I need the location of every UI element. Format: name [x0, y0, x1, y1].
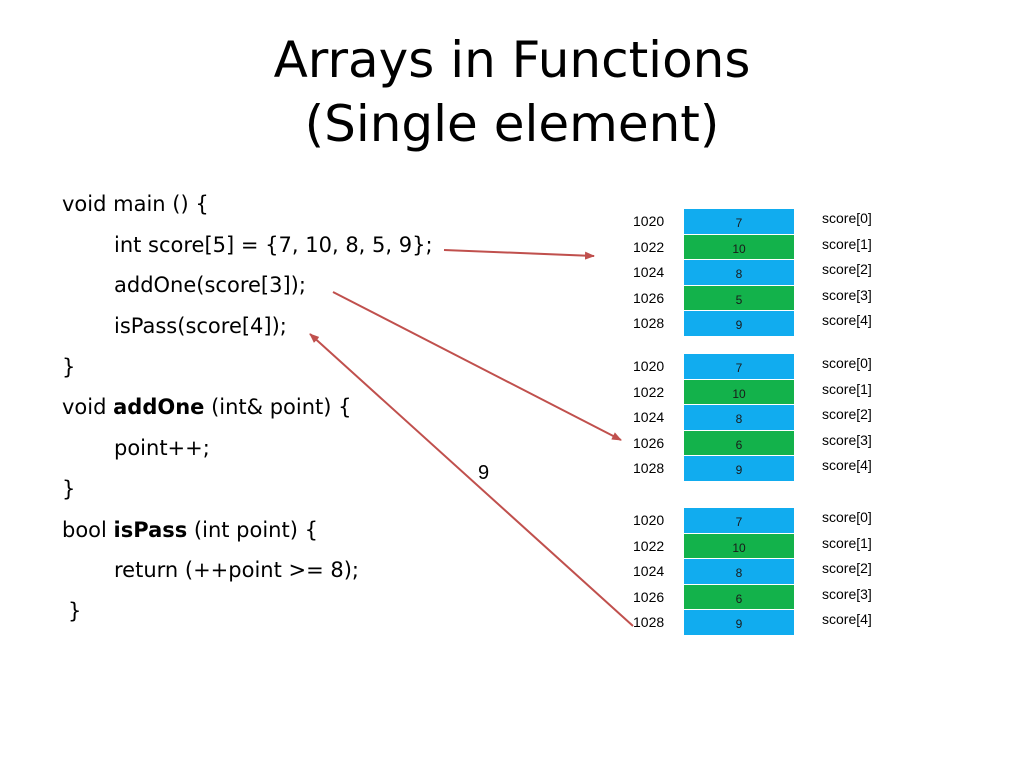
memory-cell-value: 9: [684, 311, 794, 336]
arrow-addone-to-score3: [332, 291, 622, 441]
memory-cell-value: 6: [684, 430, 794, 455]
code-keyword: bool: [62, 517, 114, 542]
array-element-label: score[4]: [822, 457, 872, 473]
array-element-label: score[1]: [822, 235, 872, 252]
code-line-3: addOne(score[3]);: [114, 273, 306, 298]
memory-cell-value: 10: [684, 379, 794, 404]
memory-address: 1024: [633, 264, 665, 280]
memory-cell-value: 7: [684, 508, 794, 533]
array-element-label: score[0]: [822, 355, 872, 371]
function-name-addone: addOne: [113, 395, 205, 420]
array-element-label: score[1]: [822, 380, 872, 397]
code-line-10: return (++point >= 8);: [114, 558, 359, 583]
memory-address: 1028: [633, 315, 665, 331]
memory-cell-value: 7: [684, 354, 794, 379]
memory-cell-value: 10: [684, 533, 794, 558]
memory-address: 1026: [633, 434, 665, 451]
memory-cell-value: 8: [684, 559, 794, 584]
code-params: (int& point) {: [204, 395, 352, 420]
code-line-6: void addOne (int& point) {: [62, 387, 433, 428]
function-name-ispass: isPass: [113, 517, 188, 542]
memory-address: 1028: [633, 460, 665, 476]
slide-title: Arrays in Functions (Single element): [0, 28, 1024, 156]
memory-address: 1024: [633, 409, 665, 425]
memory-cell-value: 9: [684, 610, 794, 635]
code-line-5: }: [62, 354, 76, 379]
code-line-7: point++;: [114, 436, 210, 461]
code-line-8: }: [62, 476, 76, 501]
memory-address: 1020: [633, 512, 665, 528]
memory-address: 1026: [633, 588, 665, 605]
annotation-value: 9: [478, 462, 490, 484]
memory-address: 1022: [633, 537, 665, 554]
slide-title-line-2: (Single element): [304, 95, 720, 153]
memory-address: 1026: [633, 289, 665, 306]
memory-cell-value: 10: [684, 234, 794, 259]
slide-title-line-1: Arrays in Functions: [273, 31, 751, 89]
arrow-declaration-to-initial-array: [443, 249, 595, 260]
code-line-2: int score[5] = {7, 10, 8, 5, 9};: [114, 232, 433, 257]
code-params: (int point) {: [187, 517, 318, 542]
memory-address: 1020: [633, 358, 665, 374]
memory-address: 1028: [633, 614, 665, 630]
memory-address: 1024: [633, 563, 665, 579]
code-line-1: void main () {: [62, 192, 209, 216]
array-element-label: score[4]: [822, 611, 872, 627]
array-element-label: score[0]: [822, 210, 872, 226]
memory-address: 1022: [633, 238, 665, 255]
memory-address: 1020: [633, 213, 665, 229]
arrow-score4-to-ispass: [309, 333, 634, 627]
array-element-label: score[1]: [822, 534, 872, 551]
memory-cell-value: 7: [684, 209, 794, 234]
array-element-label: score[3]: [822, 431, 872, 448]
code-line-4: isPass(score[4]);: [114, 314, 287, 339]
array-element-label: score[2]: [822, 560, 872, 576]
array-element-label: score[4]: [822, 312, 872, 328]
array-element-label: score[0]: [822, 509, 872, 525]
code-keyword: void: [62, 395, 114, 420]
array-element-label: score[2]: [822, 261, 872, 277]
array-element-label: score[3]: [822, 286, 872, 303]
array-element-label: score[3]: [822, 585, 872, 602]
code-line-9: bool isPass (int point) {: [62, 510, 433, 551]
code-line-11: }: [68, 598, 82, 623]
memory-address: 1022: [633, 383, 665, 400]
memory-cell-value: 8: [684, 405, 794, 430]
memory-cell-value: 6: [684, 584, 794, 609]
array-element-label: score[2]: [822, 406, 872, 422]
memory-cell-value: 9: [684, 456, 794, 481]
memory-cell-value: 8: [684, 260, 794, 285]
memory-cell-value: 5: [684, 285, 794, 310]
code-block: void main () { int score[5] = {7, 10, 8,…: [62, 184, 433, 632]
